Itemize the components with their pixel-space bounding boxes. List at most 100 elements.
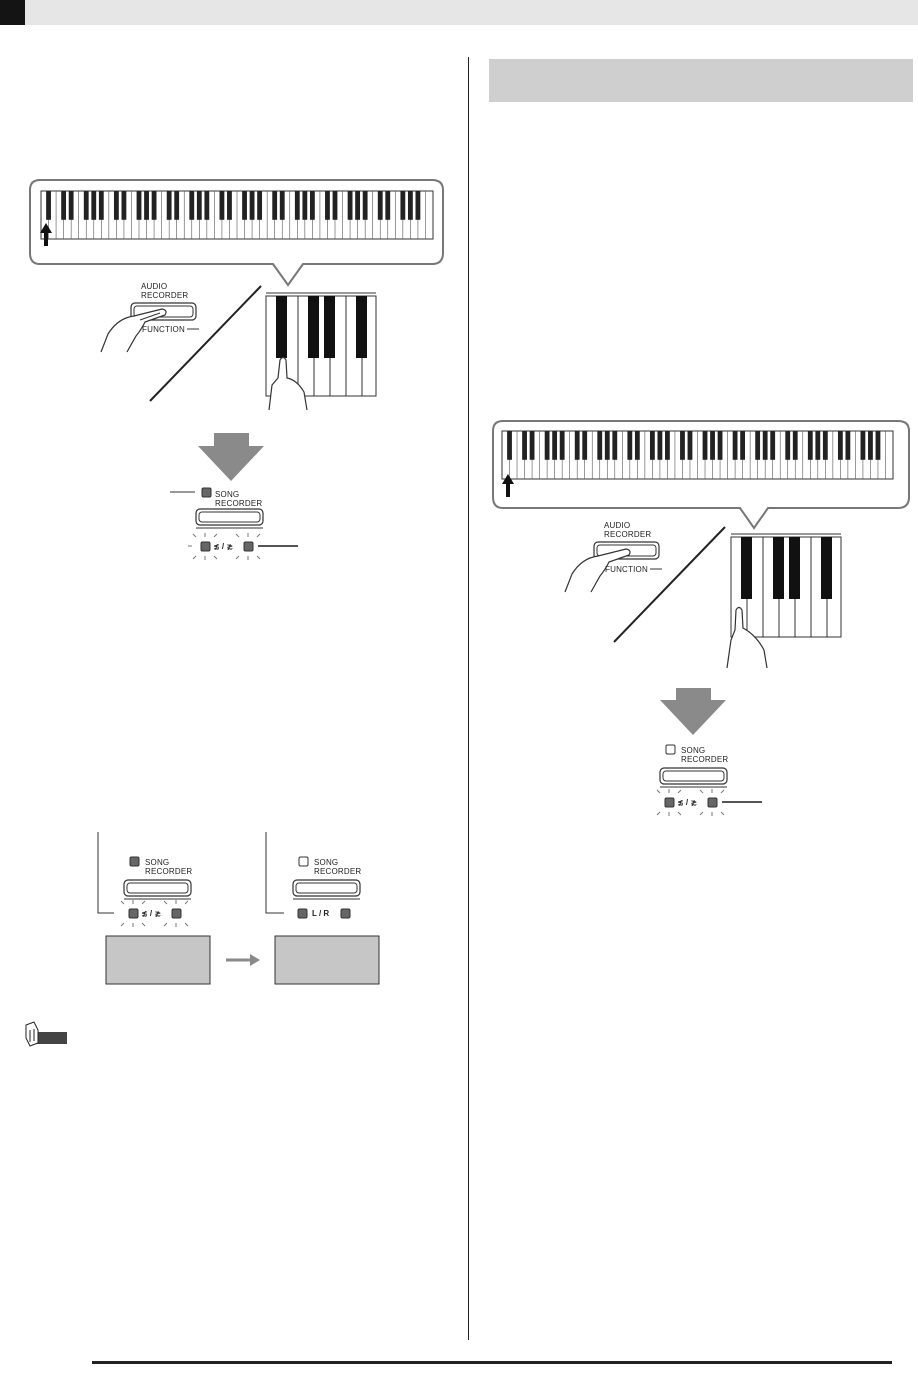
up-arrow-icon-right: [502, 474, 514, 497]
black-key: [860, 431, 866, 460]
up-arrow-icon: [40, 223, 52, 246]
black-key: [710, 431, 715, 460]
black-key: [83, 191, 89, 220]
black-key: [762, 431, 768, 460]
diagonal-line-right: [613, 526, 726, 643]
black-key: [582, 431, 588, 460]
black-key: [355, 191, 361, 220]
song-recorder-panel-1: [170, 487, 298, 560]
audio-recorder-label-right: AUDIO RECORDER: [604, 521, 652, 539]
black-key: [717, 431, 723, 460]
diagonal-line: [149, 285, 262, 402]
black-key: [507, 431, 512, 460]
key-closeup-left: [265, 292, 377, 411]
black-key: [612, 431, 618, 460]
song-recorder-label-3: SONG RECORDER: [314, 858, 362, 876]
song-recorder-panel-2: [97, 832, 211, 985]
black-key: [822, 431, 828, 460]
page-corner-tab: [0, 0, 25, 25]
black-key: [377, 191, 383, 220]
black-key: [807, 431, 813, 460]
black-key: [309, 191, 315, 220]
black-key: [113, 191, 119, 220]
black-key: [627, 431, 633, 460]
black-key: [559, 431, 565, 460]
black-key: [204, 191, 210, 220]
black-key: [785, 431, 791, 460]
black-key: [837, 431, 843, 460]
section-heading-bar: [489, 59, 913, 102]
black-key: [68, 191, 74, 220]
key-closeup-right: [726, 533, 842, 669]
black-key: [702, 431, 708, 460]
black-key: [302, 191, 308, 220]
down-arrow-right: [660, 688, 726, 735]
black-key: [332, 191, 338, 220]
black-key: [91, 191, 97, 220]
black-key: [634, 431, 640, 460]
black-key: [257, 191, 263, 220]
black-key: [649, 431, 655, 460]
black-key: [227, 191, 232, 220]
black-key: [294, 191, 300, 220]
track-symbol-label: ≴ / ≵: [213, 542, 234, 551]
footer-rule: [92, 1361, 892, 1364]
black-key: [845, 431, 851, 460]
black-key: [136, 191, 142, 220]
black-key: [755, 431, 761, 460]
keyboard-callout-right: [492, 420, 910, 530]
black-key: [597, 431, 603, 460]
black-key: [875, 431, 881, 460]
black-key: [770, 431, 776, 460]
black-key: [61, 191, 67, 220]
black-key: [242, 191, 247, 220]
black-key: [680, 431, 685, 460]
black-key: [144, 191, 149, 220]
track-symbol-label-2: ≴ / ≵: [141, 909, 162, 918]
down-arrow-left: [198, 433, 264, 481]
lr-label: L / R: [312, 909, 330, 918]
top-header-bar: [0, 0, 918, 25]
black-key: [121, 191, 127, 220]
function-label-right: FUNCTION: [605, 565, 648, 574]
black-key: [189, 191, 195, 220]
pencil-note-icon: [25, 1021, 67, 1047]
black-key: [868, 431, 873, 460]
black-key: [272, 191, 278, 220]
black-key: [732, 431, 738, 460]
audio-recorder-label: AUDIO RECORDER: [141, 282, 189, 300]
track-symbol-label-right: ≴ / ≵: [677, 798, 698, 807]
audio-recorder-button-illustration: [100, 302, 199, 353]
black-key: [740, 431, 746, 460]
black-key: [687, 431, 693, 460]
black-key: [407, 191, 413, 220]
black-key: [98, 191, 104, 220]
black-key: [362, 191, 368, 220]
song-recorder-panel-3: [265, 832, 380, 985]
black-key: [529, 431, 535, 460]
black-key: [385, 191, 391, 220]
black-key: [604, 431, 610, 460]
black-key: [792, 431, 798, 460]
black-key: [166, 191, 172, 220]
black-key: [279, 191, 285, 220]
keyboard-callout-left: [29, 179, 444, 287]
black-key: [574, 431, 580, 460]
song-recorder-panel-right: [656, 744, 762, 816]
black-key: [174, 191, 180, 220]
black-key: [196, 191, 202, 220]
black-key: [151, 191, 157, 220]
audio-recorder-button-illustration-right: [564, 541, 662, 593]
black-key: [249, 191, 255, 220]
song-recorder-label: SONG RECORDER: [215, 490, 263, 508]
black-key: [522, 431, 527, 460]
black-key: [657, 431, 663, 460]
song-recorder-label-2: SONG RECORDER: [145, 858, 193, 876]
song-recorder-label-right: SONG RECORDER: [681, 746, 729, 764]
black-key: [815, 431, 821, 460]
transition-arrow: [226, 954, 260, 966]
black-key: [219, 191, 225, 220]
black-key: [415, 191, 421, 220]
black-key: [665, 431, 670, 460]
